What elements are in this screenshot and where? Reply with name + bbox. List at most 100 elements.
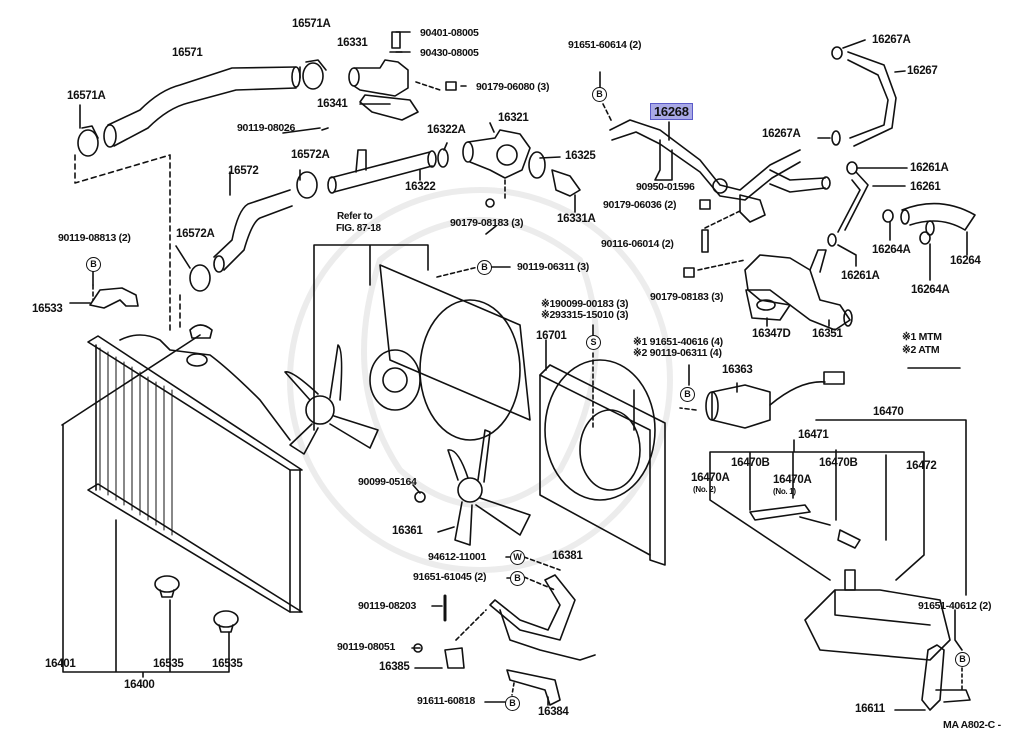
part-label[interactable]: 91651-61045 (2) [413,571,487,583]
part-label[interactable]: 16471 [798,429,829,441]
part-label[interactable]: ※1 91651-40616 (4) [633,336,723,348]
part-label[interactable]: 16472 [906,460,937,472]
part-label[interactable]: 16535 [212,658,243,670]
part-sublabel: (No. 2) [693,485,716,494]
part-label[interactable]: 90950-01596 [636,181,695,193]
bolt-type-b-symbol: B [955,652,970,667]
part-label[interactable]: 91651-60614 (2) [568,39,642,51]
part-label[interactable]: 16470 [873,406,904,418]
part-label[interactable]: 90179-08183 (3) [650,291,724,303]
part-label[interactable]: 16381 [552,550,583,562]
leader-line [437,526,455,533]
part-label[interactable]: 16261A [841,270,880,282]
part-label[interactable]: 90099-05164 [358,476,417,488]
part-label[interactable]: 16264A [872,244,911,256]
dashed-guide [74,154,171,331]
inlet-16351 [744,249,853,331]
part-label[interactable]: 90119-06311 (3) [517,261,589,273]
leader-line [837,167,908,267]
part-label[interactable]: 90179-06036 (2) [603,199,677,211]
part-label[interactable]: 16572 [228,165,259,177]
part-label[interactable]: 91651-40612 (2) [918,600,992,612]
leader-line [359,103,576,213]
part-label[interactable]: 90179-08183 (3) [450,217,524,229]
part-label[interactable]: 16267 [907,65,938,77]
part-label[interactable]: 16261 [910,181,941,193]
part-label[interactable]: 16533 [32,303,63,315]
part-label[interactable]: 16571A [67,90,106,102]
part-label[interactable]: 16264 [950,255,981,267]
clamp-16572A [189,171,318,292]
leader-line [395,31,467,87]
part-label[interactable]: 90430-08005 [420,47,479,59]
leader-16470 [709,419,967,596]
bolt-type-b-symbol: B [592,87,607,102]
drain-plug-16535 [154,575,239,633]
part-label[interactable]: 16267A [872,34,911,46]
part-label[interactable]: 16264A [911,284,950,296]
part-label[interactable]: 91611-60818 [417,695,476,707]
part-label[interactable]: 16611 [855,703,885,715]
part-label[interactable]: 16470A [691,472,730,484]
refer-bracket [313,244,429,431]
part-label[interactable]: 90401-08005 [420,27,479,39]
bolt-type-b-symbol: B [680,387,695,402]
part-label[interactable]: 16401 [45,658,76,670]
leader-line [69,245,191,304]
part-label[interactable]: 16572A [291,149,330,161]
fan-blades [284,344,379,455]
bolt-type-b-symbol: B [86,257,101,272]
part-label[interactable]: 16400 [124,679,155,691]
leader-line [282,127,329,134]
part-label[interactable]: 16322 [405,181,436,193]
part-label[interactable]: ※2 90119-06311 (4) [633,347,722,359]
part-label[interactable]: 16470B [731,457,770,469]
part-label[interactable]: 16571A [292,18,331,30]
part-label[interactable]: 16361 [392,525,423,537]
refer-note[interactable]: FIG. 87-18 [336,223,381,234]
stud-icon [701,229,709,253]
part-label[interactable]: 16325 [565,150,596,162]
bracket-16533 [89,287,139,309]
part-label[interactable]: 16321 [498,112,529,124]
part-label[interactable]: 16341 [317,98,348,110]
part-label[interactable]: 16363 [722,364,753,376]
part-label[interactable]: 16571 [172,47,203,59]
bracket-16381 [489,574,596,661]
part-label[interactable]: 16347D [752,328,791,340]
part-label[interactable]: 90119-08051 [337,641,396,653]
part-label[interactable]: 16385 [379,661,410,673]
bolt-type-b-symbol: B [510,571,525,586]
part-label[interactable]: 16701 [536,330,567,342]
part-label[interactable]: 16470A [773,474,812,486]
hose-16571 [103,66,301,148]
part-label[interactable]: 16267A [762,128,801,140]
part-label[interactable]: ※190099-00183 (3) [541,298,629,310]
nut-icon [445,81,457,91]
nut-icon [414,491,426,503]
bolt-icon [485,198,495,208]
legend-item: ※2 ATM [902,344,940,356]
part-label[interactable]: 90179-06080 (3) [476,81,550,93]
part-label[interactable]: 16351 [812,328,843,340]
part-label[interactable]: 16384 [538,706,569,718]
part-label[interactable]: 90119-08026 [237,122,296,134]
leader-line [889,221,968,281]
part-label[interactable]: 90119-08813 (2) [58,232,131,244]
part-label[interactable]: 16535 [153,658,184,670]
part-label[interactable]: 16470B [819,457,858,469]
part-label-highlighted[interactable]: 16268 [650,103,693,120]
pipe-16322 [327,148,449,194]
refer-note[interactable]: Refer to [337,211,373,222]
part-label[interactable]: 90119-08203 [358,600,417,612]
part-label[interactable]: 16331 [337,37,368,49]
part-label[interactable]: 94612-11001 [428,551,487,563]
part-label[interactable]: 16261A [910,162,949,174]
part-label[interactable]: 16572A [176,228,215,240]
leader-line [817,39,906,139]
part-label[interactable]: 16331A [557,213,596,225]
part-label[interactable]: ※293315-15010 (3) [541,309,629,321]
part-label[interactable]: 16322A [427,124,466,136]
part-label[interactable]: 90116-06014 (2) [601,238,674,250]
